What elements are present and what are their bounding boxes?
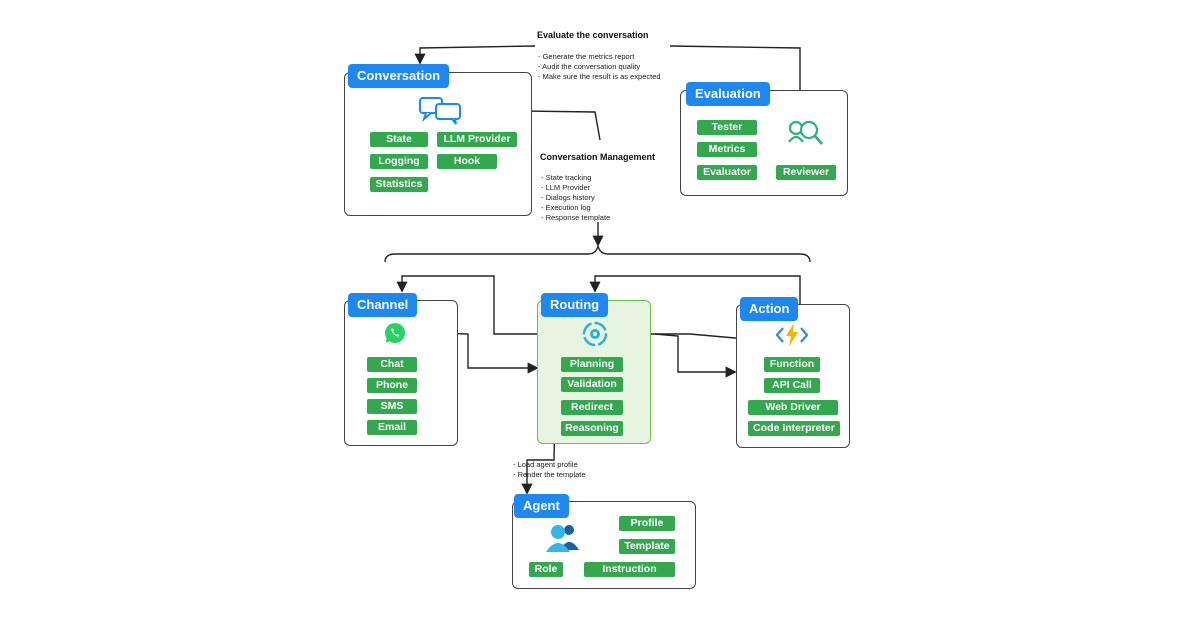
whatsapp-icon <box>385 323 405 343</box>
router-hub-icon <box>582 321 608 347</box>
agent-pill-profile: Profile <box>619 516 675 531</box>
action-pill-web-driver: Web Driver <box>748 400 838 415</box>
action-pill-code-interpreter: Code Interpreter <box>748 421 840 436</box>
evaluation-pill-reviewer: Reviewer <box>776 165 836 180</box>
management-note-title: Conversation Management <box>540 152 656 162</box>
management-note-item: - Response template <box>541 213 611 222</box>
routing-to-channel-loop <box>396 275 580 335</box>
channel-pill-phone: Phone <box>367 378 417 393</box>
agent-pill-instruction: Instruction <box>584 562 675 577</box>
evaluate-note-item: - Audit the conversation quality <box>538 62 641 71</box>
conversation-pill-statistics: Statistics <box>370 177 428 192</box>
channel-pill-chat: Chat <box>367 357 417 372</box>
evaluation-pill-tester: Tester <box>697 120 757 135</box>
management-note-list: - State tracking - LLM Provider - Dialog… <box>541 173 610 223</box>
evaluate-arrow-to-conversation <box>414 45 536 65</box>
scope-brace <box>384 245 811 263</box>
chat-bubbles-icon <box>419 97 461 125</box>
conversation-title: Conversation <box>348 64 450 88</box>
management-note-item: - State tracking <box>541 173 592 182</box>
agent-load-note-list: - Load agent profile - Render the templa… <box>513 460 586 480</box>
evaluate-note-list: - Generate the metrics report - Audit th… <box>538 52 661 82</box>
channel-pill-sms: SMS <box>367 399 417 414</box>
management-note-item: - LLM Provider <box>541 183 591 192</box>
conversation-pill-logging: Logging <box>370 154 428 169</box>
routing-to-action-arrow <box>654 333 737 378</box>
channel-pill-email: Email <box>367 420 417 435</box>
conversation-pill-llm-provider: LLM Provider <box>437 132 517 147</box>
management-note-item: - Dialogs history <box>541 193 595 202</box>
conversation-pill-hook: Hook <box>437 154 497 169</box>
routing-title: Routing <box>541 293 609 317</box>
action-title: Action <box>740 297 799 321</box>
function-bolt-icon <box>776 323 808 347</box>
agent-title: Agent <box>514 494 569 518</box>
action-pill-function: Function <box>764 357 820 372</box>
evaluate-note-item: - Make sure the result is as expected <box>538 72 661 81</box>
evaluation-title: Evaluation <box>686 82 770 106</box>
evaluate-note-item: - Generate the metrics report <box>538 52 635 61</box>
evaluation-pill-evaluator: Evaluator <box>697 165 757 180</box>
agent-pill-role: Role <box>529 562 563 577</box>
management-note-item: - Execution log <box>541 203 591 212</box>
channel-title: Channel <box>348 293 418 317</box>
evaluate-note-title: Evaluate the conversation <box>537 30 649 40</box>
evaluation-pill-metrics: Metrics <box>697 142 757 157</box>
reviewer-search-icon <box>788 120 823 145</box>
routing-pill-reasoning: Reasoning <box>561 421 623 436</box>
action-pill-api-call: API Call <box>764 378 820 393</box>
agent-load-note-item: - Load agent profile <box>513 460 578 469</box>
agent-pill-template: Template <box>619 539 675 554</box>
routing-pill-redirect: Redirect <box>561 400 623 415</box>
routing-pill-validation: Validation <box>561 377 623 392</box>
agent-load-note-item: - Render the template <box>513 470 586 479</box>
conversation-pill-state: State <box>370 132 428 147</box>
routing-pill-planning: Planning <box>561 357 623 372</box>
users-icon <box>546 525 579 552</box>
